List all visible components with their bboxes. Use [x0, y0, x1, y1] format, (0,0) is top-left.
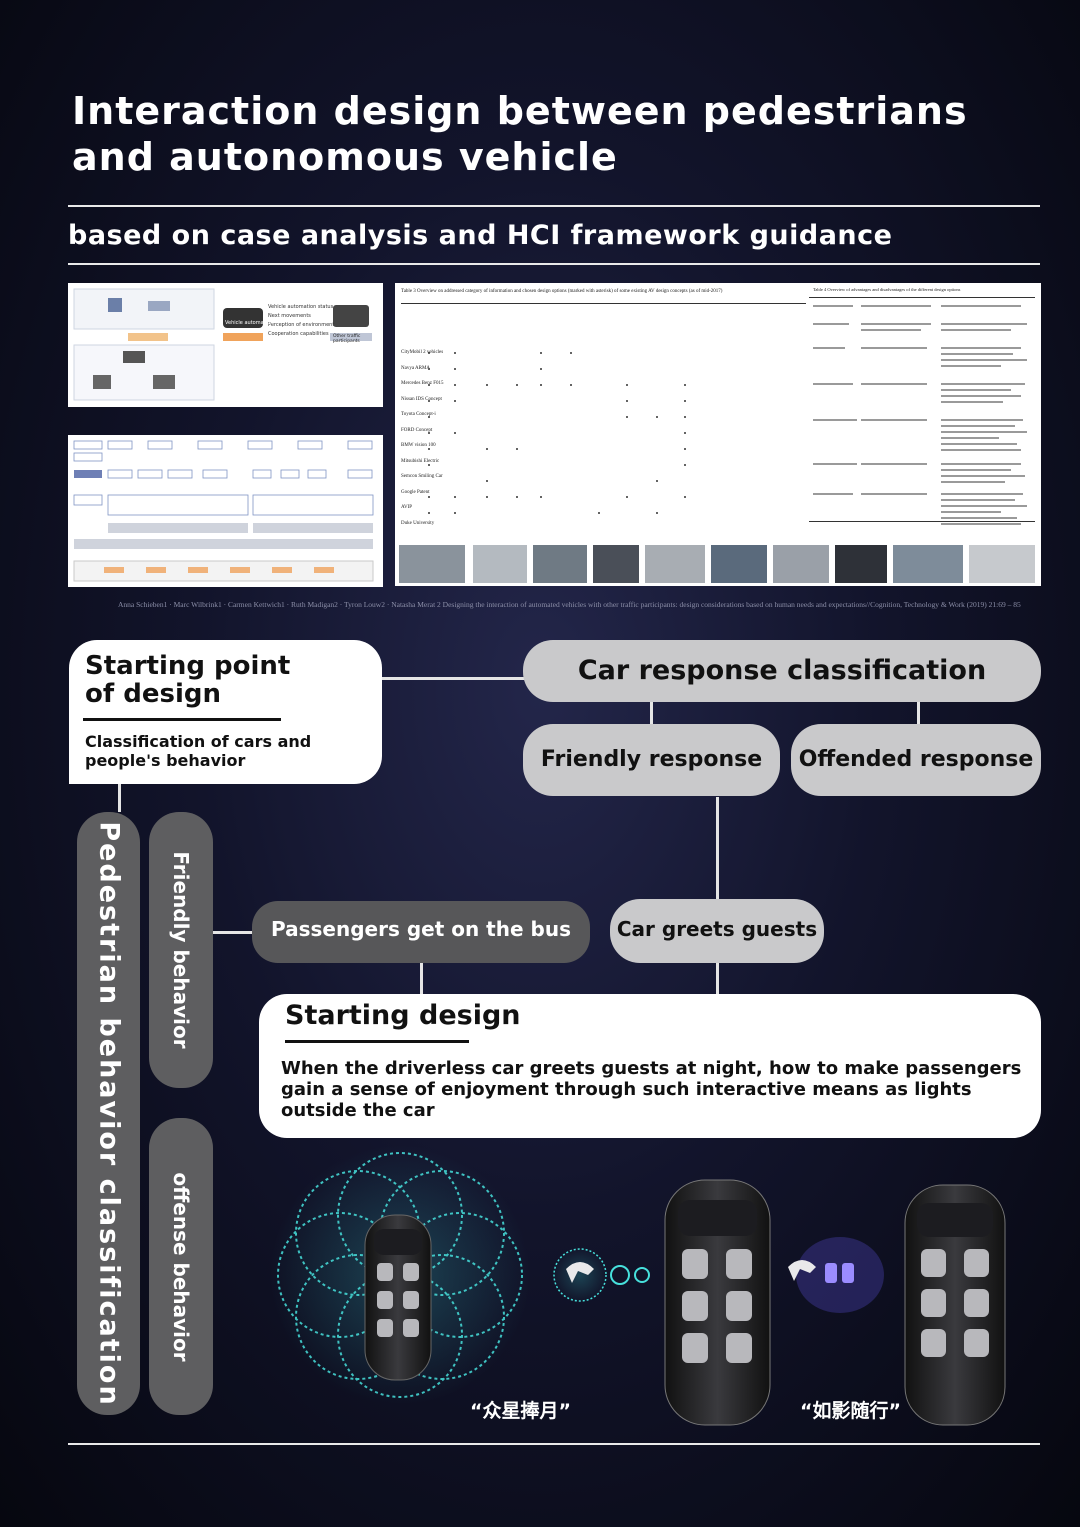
connector-start-to-response	[382, 677, 528, 680]
connector-passengers-to-design	[420, 962, 423, 995]
table3-row: Duke University	[401, 520, 435, 526]
passengers-get-on-pill: Passengers get on the bus	[252, 901, 590, 963]
car-response-title: Car response classification	[523, 640, 1041, 702]
framework-label-0: Vehicle automation	[225, 320, 274, 326]
table3-rule	[401, 303, 806, 304]
starting-design-box: Starting design When the driverless car …	[259, 994, 1041, 1138]
reference-tables: Table 3 Overview on addressed category o…	[395, 283, 1041, 586]
starting-point-rule	[83, 718, 281, 721]
connector-greets-to-design	[716, 962, 719, 995]
offended-response: Offended response	[791, 724, 1041, 796]
table3-row: Nissan IDS Concept	[401, 396, 442, 402]
reference-figure-1: Vehicle automation status Next movements…	[68, 283, 383, 407]
table3-row-labels: CityMobil 2 vehicles Navya ARMA Mercedes…	[401, 345, 461, 531]
car-icon-left	[364, 1214, 432, 1381]
flow-chart-diagram	[73, 440, 374, 582]
starting-design-title: Starting design	[285, 1000, 521, 1031]
starting-design-rule	[285, 1040, 469, 1043]
light-interaction-illustration	[270, 1145, 1006, 1426]
table3-caption: Table 3 Overview on addressed category o…	[401, 289, 723, 294]
friendly-behavior-label: Friendly behavior	[169, 851, 193, 1049]
table3-row: BMW vision 100	[401, 443, 436, 448]
tables-grid	[399, 297, 1035, 583]
car-icon-middle	[664, 1179, 771, 1426]
title-line-1: Interaction design between pedestrians	[72, 89, 968, 133]
framework-label-3: Perception of environment	[268, 322, 335, 328]
concept-car-strip	[399, 545, 1035, 583]
starting-point-box: Starting point of design Classification …	[69, 640, 382, 784]
table3-row: Mitsubishi Electric	[401, 458, 440, 464]
table4-caption: Table 4 Overview of advantages and disad…	[813, 287, 961, 292]
starting-point-title: Starting point of design	[85, 651, 291, 709]
starting-design-text: When the driverless car greets guests at…	[281, 1058, 1022, 1121]
table3-row: CityMobil 2 vehicles	[401, 350, 444, 355]
connector-response-friendly	[650, 700, 653, 726]
offense-behavior-bar: offense behavior	[149, 1118, 213, 1415]
page-subtitle: based on case analysis and HCI framework…	[68, 220, 893, 251]
table3-row: Google Patent	[401, 489, 430, 495]
page-title: Interaction design between pedestrians a…	[72, 88, 1012, 180]
title-line-2: and autonomous vehicle	[72, 135, 618, 179]
connector-response-offended	[917, 700, 920, 726]
framework-label-5: Other traffic participants	[333, 334, 361, 344]
framework-label-1: Vehicle automation status	[268, 304, 334, 310]
caption-right: “如影随行”	[800, 1400, 901, 1422]
table3-row: Mercedes Benz F015	[401, 381, 444, 386]
table3-row: Toyota Concept-i	[401, 412, 436, 417]
connector-start-to-pedestrian	[118, 784, 121, 812]
table3-row: AVIP	[401, 505, 413, 510]
framework-label-2: Next movements	[268, 313, 311, 319]
connector-friendly-to-greets	[716, 797, 719, 901]
framework-diagram	[73, 288, 372, 401]
friendly-behavior-bar: Friendly behavior	[149, 812, 213, 1088]
connector-friendly-behavior	[212, 931, 254, 934]
starting-point-subtitle: Classification of cars and people's beha…	[85, 732, 312, 770]
reference-figure-2	[68, 435, 383, 587]
car-greets-guests-pill: Car greets guests	[610, 899, 824, 963]
car-icon-right	[904, 1184, 1006, 1426]
pedestrian-classification-label: Pedestrian behavior classification	[93, 820, 124, 1407]
offense-behavior-label: offense behavior	[169, 1171, 193, 1362]
table3-row: Navya ARMA	[401, 365, 431, 371]
divider-bottom	[68, 1443, 1040, 1445]
caption-left: “众星捧月”	[470, 1400, 571, 1422]
divider-top	[68, 205, 1040, 207]
friendly-response: Friendly response	[523, 724, 780, 796]
pedestrian-classification-bar: Pedestrian behavior classification	[77, 812, 140, 1415]
pedestrian-icon-1	[552, 1247, 650, 1303]
divider-sub	[68, 263, 1040, 265]
table3-row: Semcon Smiling Car	[401, 474, 443, 479]
framework-label-4: Cooperation capabilities	[268, 331, 329, 337]
pedestrian-icon-2	[788, 1237, 884, 1313]
table3-row: FORD Concept	[401, 427, 433, 433]
citation: Anna Schieben1 · Marc Wilbrink1 · Carmen…	[118, 600, 1021, 609]
